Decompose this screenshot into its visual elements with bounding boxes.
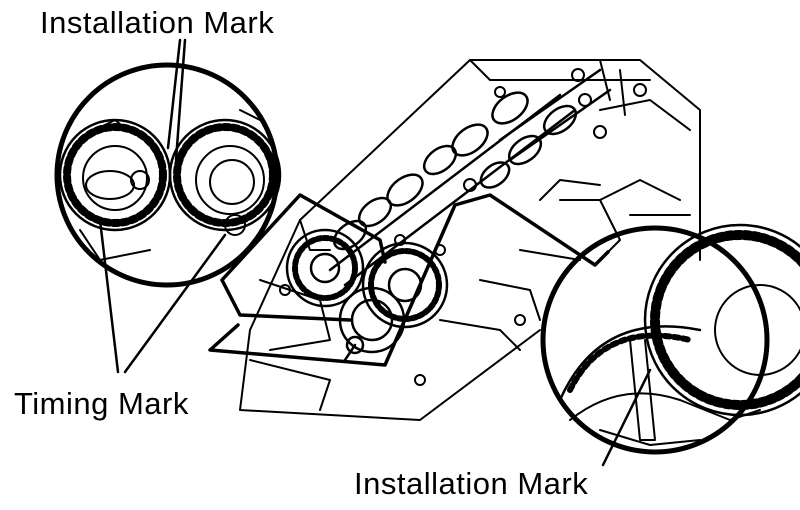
zoom-circle-right [540,223,800,455]
cylinder-head [239,59,701,421]
installation-mark-label-bottom: Installation Mark [354,466,589,501]
camshaft [328,68,612,287]
timing-mark-label: Timing Mark [14,386,189,421]
leader-lines [98,38,652,467]
callout-outlines [208,193,610,367]
zoom-circle-left [54,62,282,288]
installation-mark-label-top: Installation Mark [40,5,275,40]
